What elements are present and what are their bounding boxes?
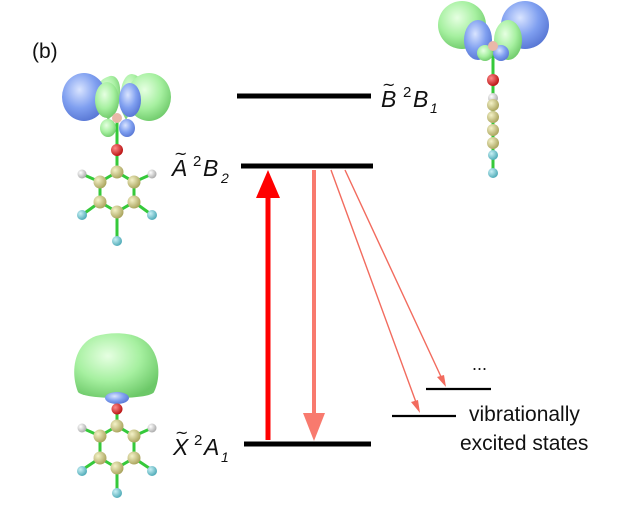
- state-label-B: ~ B 2 B 1: [381, 75, 438, 116]
- panel-label: (b): [32, 40, 58, 63]
- state-multiplicity: 2: [193, 153, 201, 170]
- state-symbol: X: [172, 434, 190, 460]
- orbital-lobes: [62, 73, 171, 137]
- state-subscript: 1: [430, 100, 438, 116]
- state-symbol: B: [381, 86, 396, 112]
- tilde-mark: ~: [382, 75, 395, 94]
- molecule-orbital-X-state: [74, 333, 159, 498]
- orbital-lobes: [438, 1, 549, 61]
- state-label-X: ~ X 2 A 1: [172, 423, 229, 465]
- state-term: B: [413, 86, 428, 112]
- state-subscript: 1: [221, 449, 229, 465]
- molecule-atoms: [487, 74, 499, 178]
- vib-emission-arrowhead-upper: [437, 375, 446, 387]
- state-label-A: ~ A 2 B 2: [170, 144, 229, 186]
- molecule-orbital-B-state: [438, 1, 549, 178]
- absorption-arrowhead: [256, 170, 280, 198]
- tilde-mark: ~: [175, 423, 188, 442]
- orbital-lobes: [74, 333, 159, 404]
- state-multiplicity: 2: [194, 432, 202, 449]
- state-subscript: 2: [220, 170, 229, 186]
- molecule-atoms: [77, 403, 157, 498]
- molecule-bonds: [81, 118, 153, 240]
- molecule-orbital-A-state: [62, 73, 171, 246]
- state-multiplicity: 2: [403, 84, 411, 101]
- energy-levels: [237, 93, 491, 447]
- emission-arrowhead: [303, 413, 325, 441]
- ellipsis-label: ...: [472, 354, 487, 374]
- state-term: B: [203, 155, 218, 181]
- vibrational-label-line1: vibrationally: [469, 403, 580, 426]
- vib-emission-arrow-upper: [344, 169, 444, 382]
- state-term: A: [202, 434, 219, 460]
- vib-emission-arrowhead-lower: [411, 400, 420, 413]
- tilde-mark: ~: [174, 144, 187, 163]
- transitions: [256, 169, 446, 441]
- state-symbol: A: [170, 155, 187, 181]
- vib-emission-arrow-lower: [330, 169, 418, 406]
- molecule-atoms: [77, 144, 157, 246]
- vibrational-label-line2: excited states: [460, 432, 588, 455]
